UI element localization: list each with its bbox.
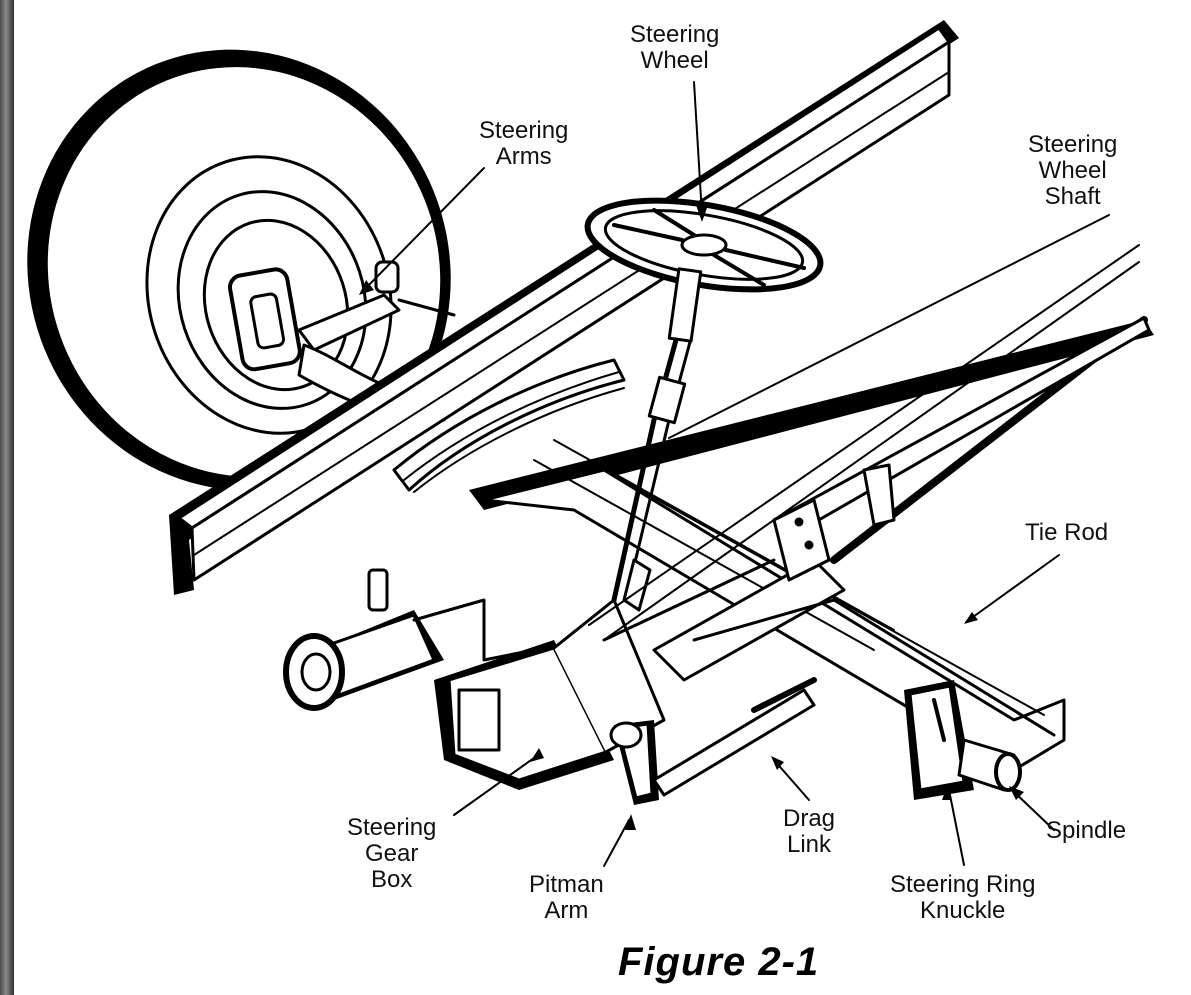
spindle <box>957 738 1022 792</box>
mounting-bracket <box>772 463 896 582</box>
diagram-sheet: Steering Wheel Steering Arms Steering Wh… <box>14 0 1191 995</box>
pitman-arm <box>609 720 659 805</box>
drag-link <box>652 677 817 797</box>
label-steering-wheel: Steering Wheel <box>630 21 720 74</box>
steering-gear-box <box>434 598 666 790</box>
label-tie-rod: Tie Rod <box>1025 519 1109 546</box>
tie-rod <box>602 558 1056 737</box>
power-cylinder <box>283 568 536 711</box>
leader-arrowheads <box>359 205 1024 830</box>
label-drag-link: Drag Link <box>783 805 836 858</box>
label-pitman-arm: Pitman Arm <box>529 871 604 924</box>
right-frame-rail <box>772 316 1151 542</box>
label-steering-wheel-shaft: Steering Wheel Shaft <box>1028 131 1118 210</box>
label-spindle: Spindle <box>1046 817 1127 844</box>
steering-knuckle <box>904 680 974 800</box>
frame-rail <box>169 20 959 595</box>
figure-caption: Figure 2-1 <box>618 940 820 984</box>
label-steering-arms: Steering Arms <box>479 117 569 170</box>
leader-lines <box>363 81 1140 867</box>
leaf-spring <box>392 358 626 493</box>
label-steering-ring-knuckle: Steering Ring Knuckle <box>890 871 1036 924</box>
steering-system-illustration <box>27 20 1154 867</box>
label-steering-gear-box: Steering Gear Box <box>347 814 437 893</box>
